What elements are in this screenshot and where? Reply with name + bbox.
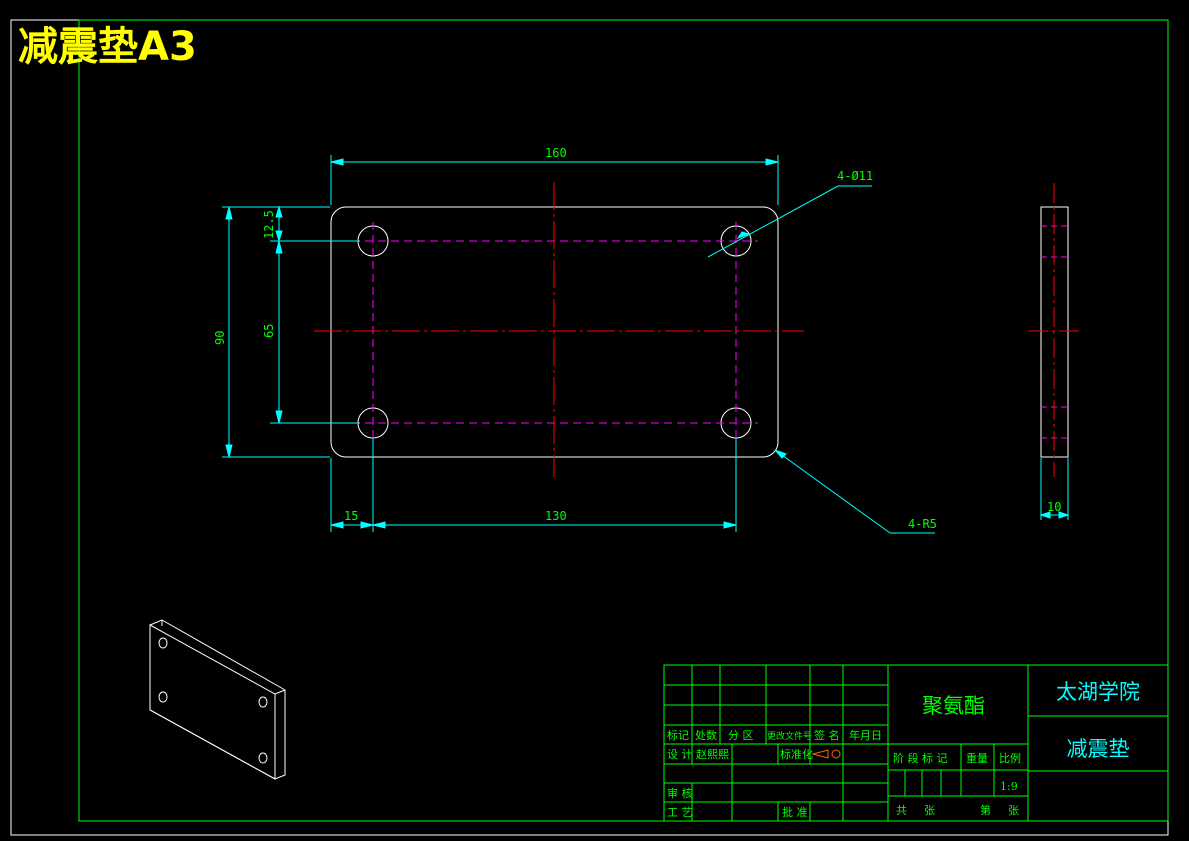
- dim-height-text: 90: [213, 331, 227, 345]
- dim-width-text: 160: [545, 146, 567, 160]
- label-scale: 比例: [999, 751, 1021, 765]
- dimension-lines: [222, 155, 1070, 534]
- part-name-text: 减震垫: [1067, 737, 1130, 761]
- outer-frame: [10, 19, 1169, 836]
- dim-left-offset-text: 15: [344, 509, 358, 523]
- designer-name: 赵熙熙: [696, 747, 729, 761]
- label-sheet: 张: [1008, 804, 1019, 817]
- inner-frame: [78, 19, 1169, 822]
- label-count: 处数: [695, 729, 717, 742]
- label-sheet-no: 第: [980, 803, 991, 817]
- dim-hole-spacing-v-text: 65: [262, 324, 276, 338]
- label-signature: 签 名: [814, 728, 840, 742]
- title-block-grid: [663, 664, 1169, 822]
- label-total: 共: [896, 804, 907, 817]
- isometric-view: [149, 619, 286, 780]
- material-text: 聚氨酯: [922, 694, 985, 718]
- label-design: 设 计: [667, 748, 693, 761]
- label-weight: 重量: [966, 751, 988, 765]
- label-date: 年月日: [849, 728, 882, 742]
- dim-hole-spacing-h-text: 130: [545, 509, 567, 523]
- dim-top-offset-text: 12.5: [262, 210, 276, 239]
- label-approve: 批 准: [782, 805, 808, 819]
- label-stage: 阶 段 标 记: [893, 751, 948, 765]
- label-review: 审 核: [667, 786, 693, 800]
- title-block-texts: 聚氨酯 太湖学院 减震垫 1:9 标记 处数 分 区 更改文件号 签 名 年月日…: [667, 680, 1140, 819]
- front-view: [314, 182, 804, 477]
- label-mark: 标记: [667, 728, 689, 742]
- label-change-doc: 更改文件号: [767, 730, 812, 742]
- side-center-lines: [1028, 183, 1082, 477]
- callout-radius-text: 4-R5: [908, 517, 937, 531]
- dimension-texts: 160 90 12.5 65 15 130 4-Ø11 4-R5 10: [213, 146, 1061, 531]
- scale-value-text: 1:9: [1000, 780, 1018, 793]
- hole-center-lines: [352, 222, 758, 445]
- label-standardization: 标准化: [780, 747, 813, 761]
- dim-thickness-text: 10: [1047, 500, 1061, 514]
- standardization-icon: [811, 749, 841, 759]
- school-name-text: 太湖学院: [1056, 680, 1140, 704]
- drawing-title: 减震垫A3: [18, 24, 197, 70]
- callout-holes-text: 4-Ø11: [837, 169, 873, 183]
- label-zone: 分 区: [728, 729, 754, 742]
- label-sheets: 张: [924, 804, 935, 817]
- side-view: [1028, 183, 1082, 477]
- label-process: 工 艺: [667, 806, 693, 819]
- part-center-lines: [314, 182, 804, 477]
